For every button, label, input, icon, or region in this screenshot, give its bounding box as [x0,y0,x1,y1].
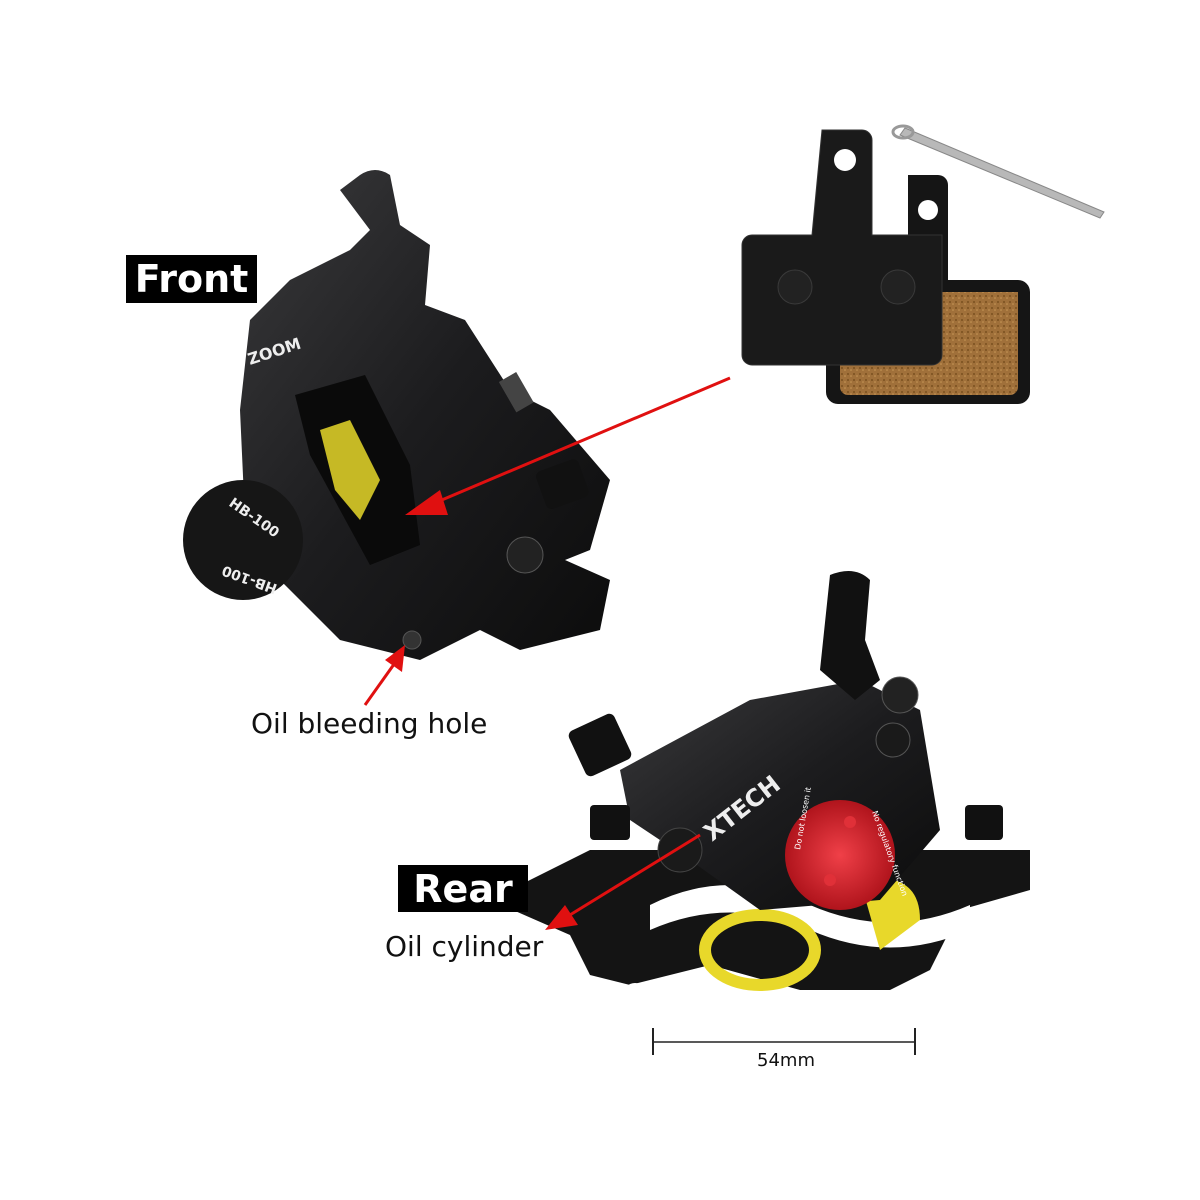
oil-cylinder-caption: Oil cylinder [385,930,544,963]
rear-caliper: XTECH Do not loosen it No regulatory fun… [490,571,1030,1007]
mount-spacing-label: 54mm [757,1050,815,1071]
dimension-line [652,1028,916,1055]
brake-pads [741,129,1030,404]
cotter-pin [891,124,1105,219]
arrow-pads-to-caliper [405,376,731,515]
rear-label: Rear [398,865,528,912]
front-caliper: ZOOM HB-100 HB-100 [183,170,610,660]
front-label: Front [126,255,257,303]
arrow-bleeding-hole [363,645,405,706]
oil-bleeding-hole-caption: Oil bleeding hole [251,707,488,740]
arrow-oil-cylinder [545,833,701,930]
